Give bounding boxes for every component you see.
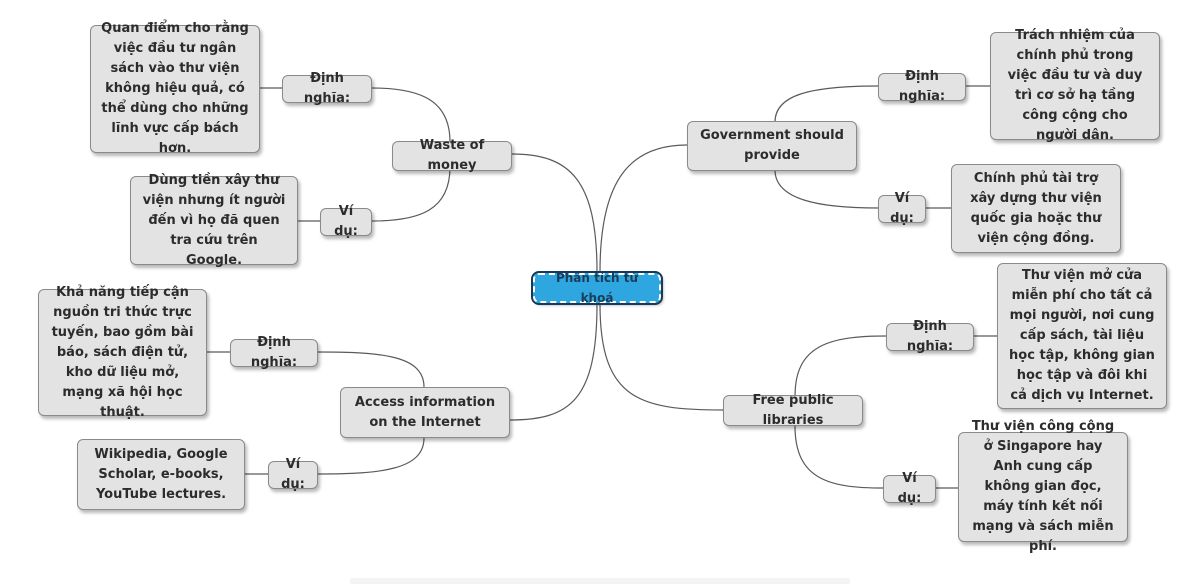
- free-example-text[interactable]: Thư viện công cộng ở Singapore hay Anh c…: [958, 419, 1128, 554]
- free-definition-text[interactable]: Thư viện mở cửa miễn phí cho tất cả mọi …: [997, 263, 1167, 409]
- waste-definition-text[interactable]: Quan điểm cho rằng việc đầu tư ngân sách…: [90, 21, 260, 156]
- government-example-text[interactable]: Chính phủ tài trợ xây dựng thư viện quốc…: [951, 164, 1121, 253]
- topic-government-should-provide[interactable]: Government should provide: [687, 121, 857, 171]
- waste-example-label[interactable]: Ví dụ:: [320, 204, 372, 239]
- central-topic[interactable]: Phân tích từ khoá: [531, 271, 663, 305]
- connector-waste-example: [371, 166, 451, 222]
- connector-gov-definition: [774, 85, 879, 123]
- government-example-label[interactable]: Ví dụ:: [878, 191, 926, 226]
- bottom-scroll-strip: [350, 578, 850, 584]
- access-example-label[interactable]: Ví dụ:: [268, 457, 318, 492]
- waste-definition-label[interactable]: Định nghĩa:: [282, 71, 372, 106]
- access-definition-label[interactable]: Định nghĩa:: [230, 335, 318, 370]
- connector-free-definition: [794, 335, 887, 397]
- topic-access-information[interactable]: Access information on the Internet: [340, 387, 510, 438]
- topic-free-public-libraries[interactable]: Free public libraries: [723, 393, 863, 428]
- connector-access-example: [317, 437, 425, 475]
- connector-access-definition: [317, 351, 425, 388]
- free-definition-label[interactable]: Định nghĩa:: [886, 319, 974, 354]
- access-definition-text[interactable]: Khả năng tiếp cận nguồn tri thức trực tu…: [38, 285, 207, 420]
- connector-central-government: [599, 144, 688, 273]
- connector-central-access: [509, 303, 598, 421]
- connector-gov-example: [774, 169, 879, 209]
- connector-central-free: [599, 303, 724, 411]
- connector-central-waste: [511, 153, 598, 273]
- free-example-label[interactable]: Ví dụ:: [883, 471, 936, 506]
- connector-free-example: [794, 425, 884, 489]
- waste-example-text[interactable]: Dùng tiền xây thư viện nhưng ít người đế…: [130, 173, 298, 268]
- access-example-text[interactable]: Wikipedia, Google Scholar, e-books, YouT…: [77, 439, 245, 510]
- government-definition-text[interactable]: Trách nhiệm của chính phủ trong việc đầu…: [990, 28, 1160, 143]
- government-definition-label[interactable]: Định nghĩa:: [878, 69, 966, 104]
- connector-waste-definition: [371, 87, 451, 143]
- topic-waste-of-money[interactable]: Waste of money: [392, 138, 512, 173]
